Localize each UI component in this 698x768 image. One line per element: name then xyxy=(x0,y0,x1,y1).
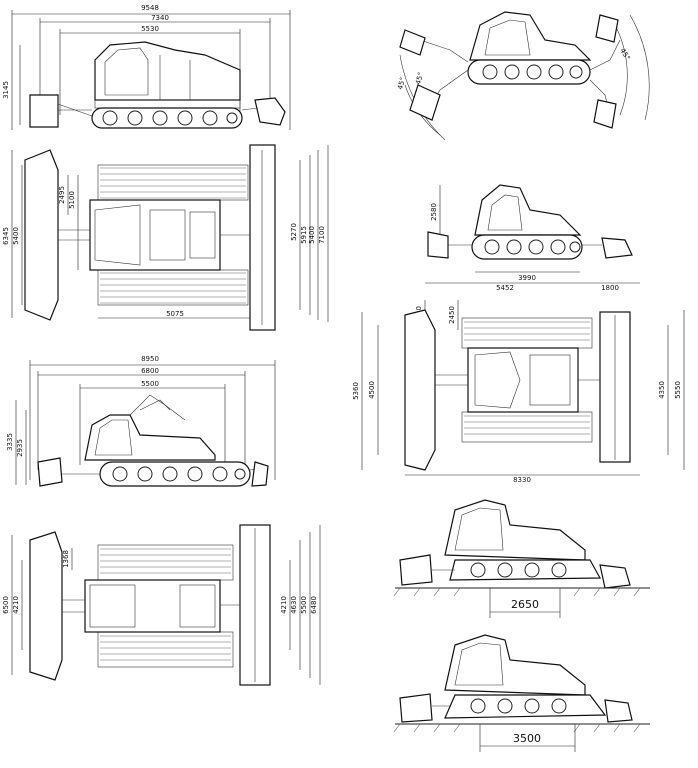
dim-2935: 2935 xyxy=(16,439,24,457)
dim-8330: 8330 xyxy=(513,476,531,484)
swing-view-top-right: 45° 45° 45° xyxy=(396,11,650,141)
plan-view-upper-left: 6345 5400 2495 5100 5075 5270 5915 5400 … xyxy=(2,144,329,331)
ground-view-2: 3500 xyxy=(393,634,650,752)
dim-5500-lower: 5500 xyxy=(300,596,308,614)
dim-6800: 6800 xyxy=(141,367,159,375)
dim-1368: 1368 xyxy=(62,550,70,568)
dim-overall-length: 9548 xyxy=(141,4,159,12)
side-view-top-left: 9548 7340 5530 3145 xyxy=(2,4,291,130)
dim-2650: 2650 xyxy=(511,598,539,611)
dim-5270: 5270 xyxy=(290,223,298,241)
dim-5452: 5452 xyxy=(496,284,514,292)
track-hatch-bottom xyxy=(100,272,246,304)
dim-3335: 3335 xyxy=(6,433,14,451)
dim-height: 3145 xyxy=(2,81,10,99)
plan-view-right: 4630 2450 5360 4500 4350 5550 8330 xyxy=(352,300,685,484)
side-right-wheels xyxy=(484,239,581,255)
angle-label-1: 45° xyxy=(396,76,407,90)
dim-5915: 5915 xyxy=(300,226,308,244)
dim-6500-left: 6500 xyxy=(2,596,10,614)
ground-2-hatch xyxy=(393,723,641,733)
dim-5360: 5360 xyxy=(352,382,360,400)
dim-4630-lower: 4630 xyxy=(290,596,298,614)
dim-3500: 3500 xyxy=(513,732,541,745)
dim-7100: 7100 xyxy=(318,226,326,244)
dim-8950: 8950 xyxy=(141,355,159,363)
ground-1-wheels xyxy=(470,562,567,578)
ground-view-1: 2650 xyxy=(393,499,650,618)
angle-label-3: 45° xyxy=(618,47,631,62)
ground-1-hatch xyxy=(393,587,641,597)
dim-5100: 5100 xyxy=(68,191,76,209)
dim-4210-right: 4210 xyxy=(280,596,288,614)
dim-2495: 2495 xyxy=(58,186,66,204)
dim-5550: 5550 xyxy=(674,381,682,399)
dim-1800: 1800 xyxy=(601,284,619,292)
dim-5500: 5500 xyxy=(141,380,159,388)
plan-view-lower-left: 6500 4210 1368 4210 4630 5500 6480 xyxy=(2,524,321,686)
track-wheels xyxy=(102,110,238,126)
dim-plan-width-inner: 5400 xyxy=(12,227,20,245)
dim-4500: 4500 xyxy=(368,381,376,399)
track-hatch-top xyxy=(100,167,246,199)
side-view-middle-left: 8950 6800 5500 3335 2935 xyxy=(6,355,276,487)
dim-4350: 4350 xyxy=(658,381,666,399)
ground-2-wheels xyxy=(470,698,567,714)
plan-right-track-hatch xyxy=(464,321,590,435)
dim-5400-right: 5400 xyxy=(308,226,316,244)
plan-lower-track-hatch xyxy=(100,548,231,661)
swing-view-wheels xyxy=(482,64,583,80)
dim-length-2: 7340 xyxy=(151,14,169,22)
dim-2450: 2450 xyxy=(448,306,456,324)
dim-length-3: 5530 xyxy=(141,25,159,33)
dim-plan-width-outer: 6345 xyxy=(2,227,10,245)
side-view-right: 2580 3990 5452 1800 xyxy=(425,184,640,292)
dim-4210-left: 4210 xyxy=(12,596,20,614)
dim-2580: 2580 xyxy=(430,203,438,221)
dim-3990: 3990 xyxy=(518,274,536,282)
angle-label-2: 45° xyxy=(414,71,425,85)
dim-5075: 5075 xyxy=(166,310,184,318)
side-middle-wheels xyxy=(112,466,246,482)
dim-6480: 6480 xyxy=(310,596,318,614)
